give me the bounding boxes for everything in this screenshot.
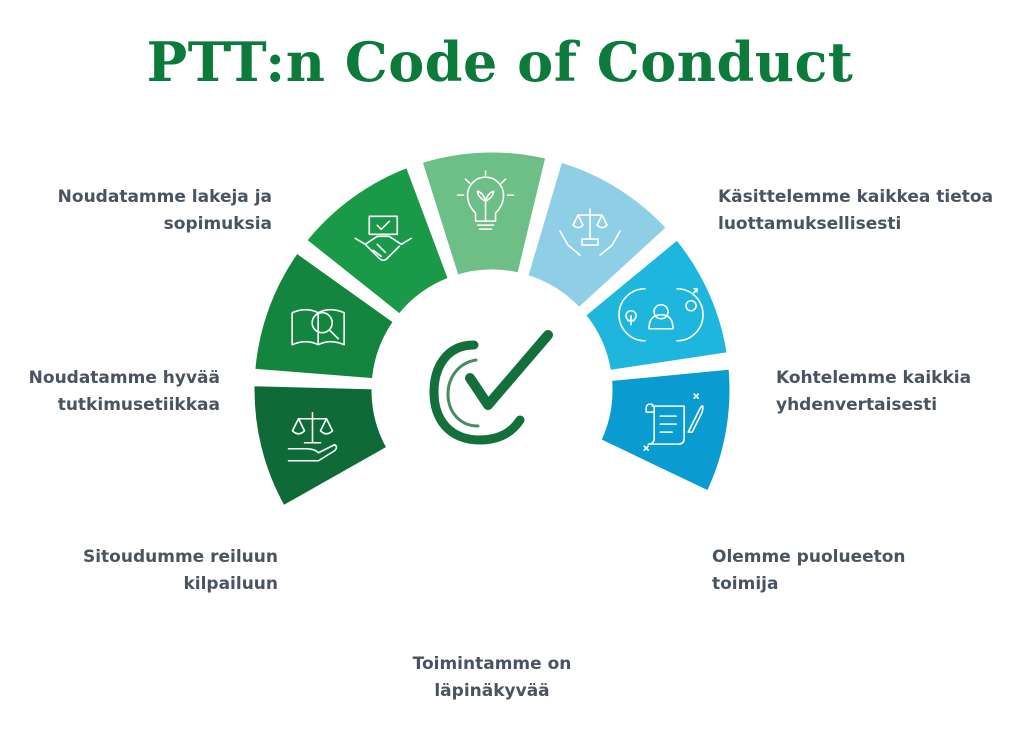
scales-hands-icon bbox=[559, 208, 621, 256]
book-magnifier-icon bbox=[291, 308, 345, 346]
wheel-segment-3 bbox=[300, 161, 454, 321]
wheel-segment-2 bbox=[250, 247, 400, 384]
person-gender-icon bbox=[618, 287, 704, 342]
scroll-quill-icon bbox=[643, 393, 704, 451]
center-circle bbox=[380, 278, 604, 502]
wheel-segment-6 bbox=[579, 233, 733, 376]
lightbulb-icon bbox=[456, 170, 515, 230]
wheel-segment-5 bbox=[522, 156, 673, 314]
scales-hand-icon bbox=[287, 411, 338, 462]
handshake-icon bbox=[354, 215, 413, 262]
checkmark-circle-icon bbox=[429, 330, 553, 445]
wheel-segment-7 bbox=[595, 364, 735, 497]
wheel-segment-1 bbox=[249, 381, 393, 512]
page-title: PTT:n Code of Conduct bbox=[146, 30, 854, 94]
wheel-segment-4 bbox=[416, 147, 552, 281]
